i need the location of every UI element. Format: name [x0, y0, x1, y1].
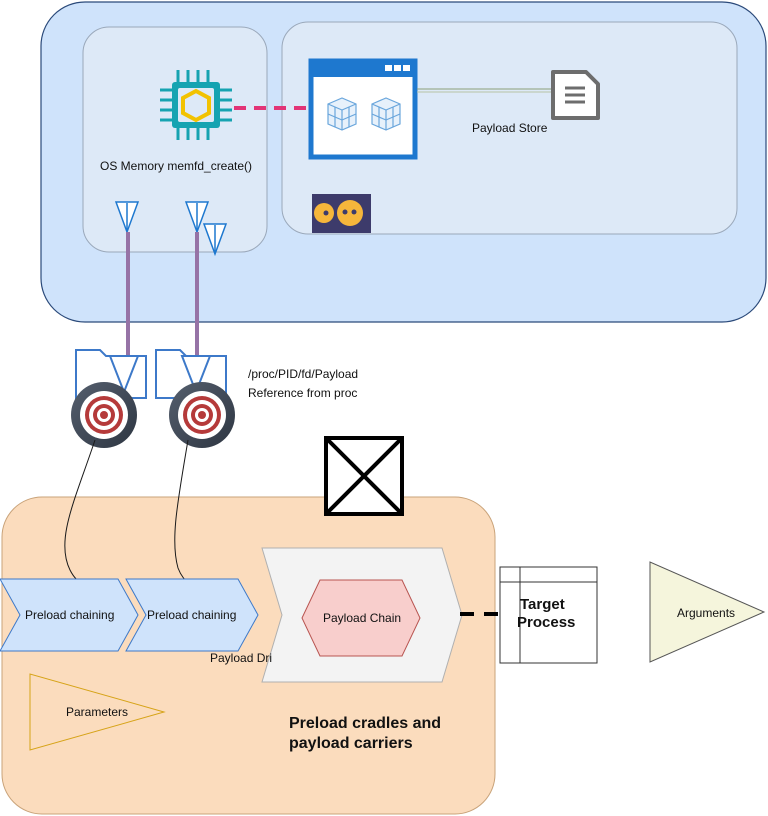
chip-icon: [160, 70, 232, 140]
document-icon: [551, 70, 600, 120]
crossed-box-icon: [324, 436, 404, 516]
preload-chaining-step-2: [125, 578, 259, 652]
os-memory-label: OS Memory memfd_create(): [100, 159, 253, 173]
proc-path-label: /proc/PID/fd/Payload: [248, 367, 359, 381]
payload-chain-label: Payload Chain: [323, 611, 402, 625]
caption-line-2: payload carriers: [289, 735, 413, 752]
arguments-triangle: [649, 561, 766, 663]
face-icon: [312, 194, 371, 233]
payload-chain-hexagon: [301, 579, 421, 657]
target-icon: [71, 382, 137, 448]
proc-reference-label: Reference from proc: [248, 386, 358, 400]
browser-window-icon: [308, 58, 418, 160]
preload-chaining-label-1: Preload chaining: [25, 608, 115, 622]
caption-line-1: Preload cradles and: [289, 715, 442, 732]
target-process-box: [499, 566, 598, 664]
arrowhead-icon: [114, 201, 228, 257]
parameters-label: Parameters: [66, 705, 129, 719]
preload-chaining-step-1: [0, 578, 139, 652]
os-memory-box: [82, 26, 268, 253]
payload-driver-label: Payload Dri: [210, 651, 273, 665]
target-process-line2: Process: [517, 614, 576, 631]
arguments-label: Arguments: [677, 606, 736, 620]
preload-chaining-label-2: Preload chaining: [147, 608, 237, 622]
target-icon: [169, 382, 235, 448]
payload-store-label: Payload Store: [472, 121, 548, 135]
target-process-line1: Target: [520, 596, 565, 613]
parameters-triangle: [29, 673, 166, 751]
